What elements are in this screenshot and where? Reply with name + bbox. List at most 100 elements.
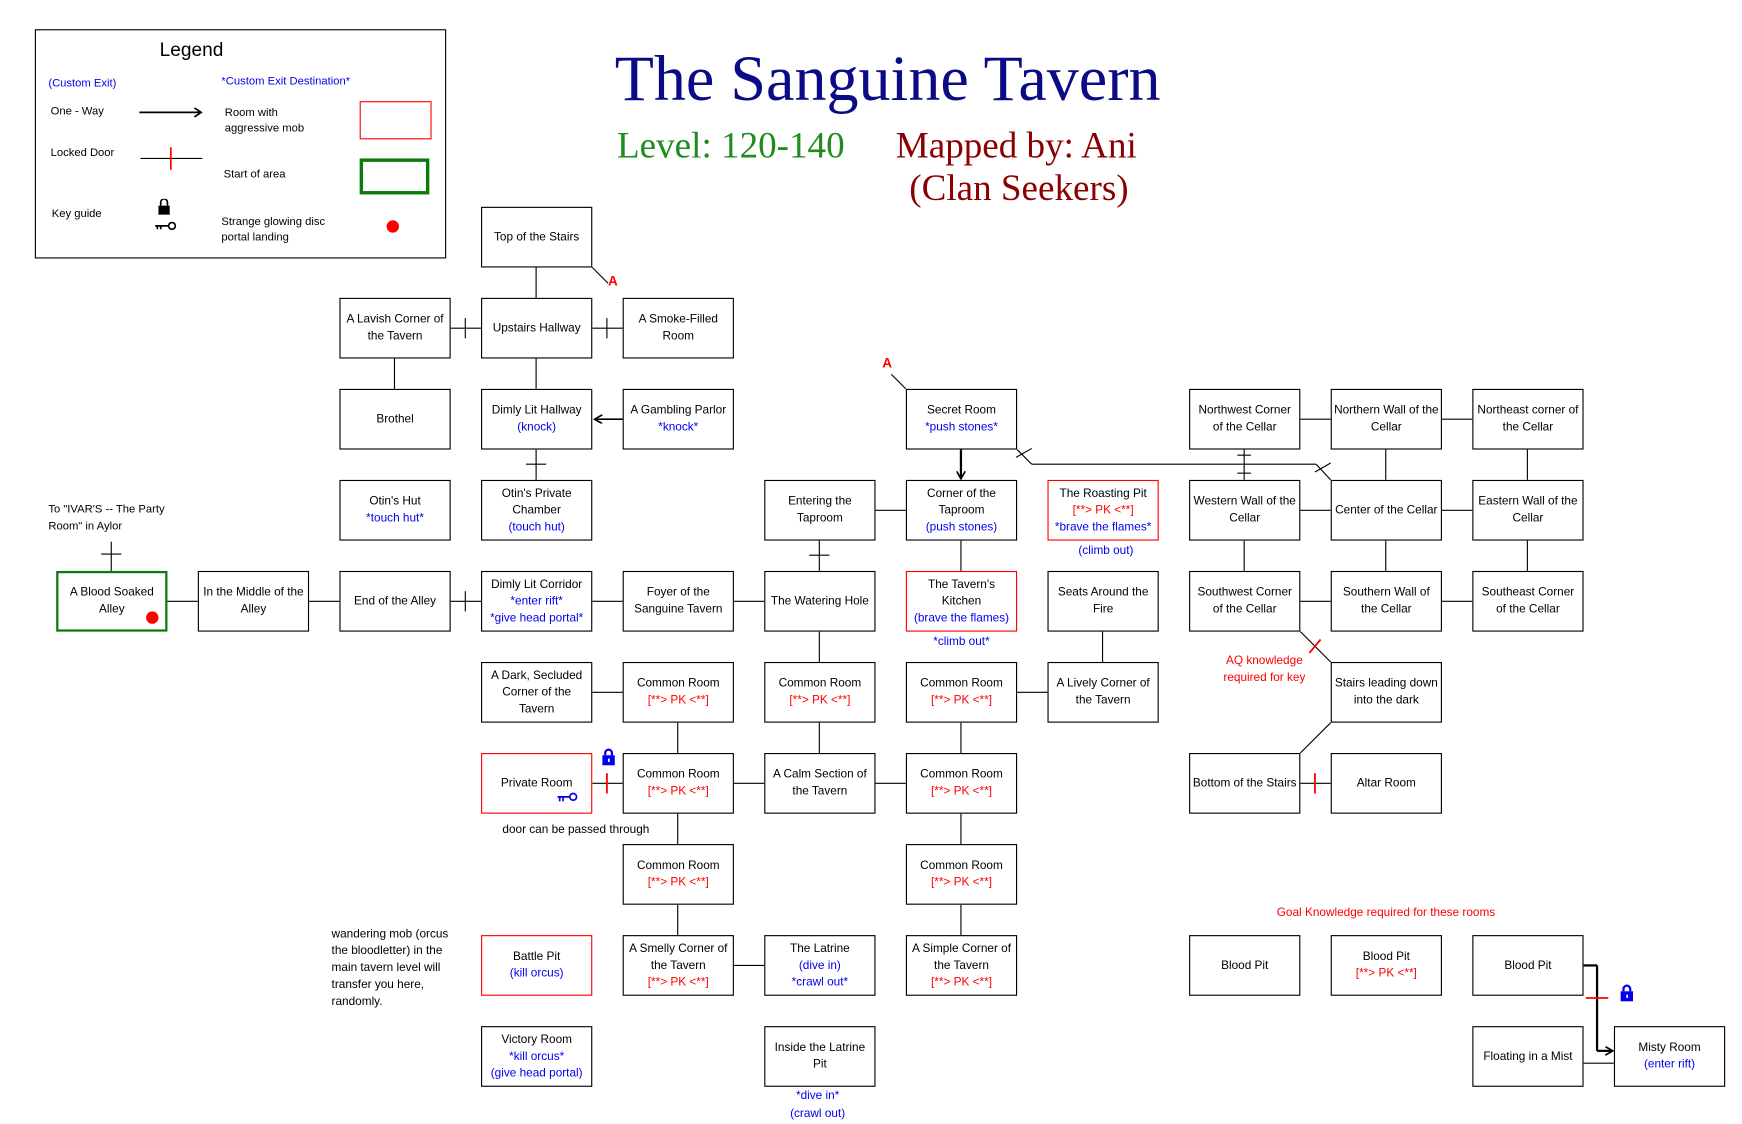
room-command: *push stones* <box>925 420 998 434</box>
room: Common Room[**> PK <**] <box>622 844 734 905</box>
room: Common Room[**> PK <**] <box>905 661 1018 723</box>
room-name: Blood Pit <box>1221 958 1269 972</box>
room-command: (brave the flames) <box>913 610 1010 625</box>
room: Bottom of the Stairs <box>1189 753 1301 814</box>
room-name: A Lively Corner of the Tavern <box>1056 676 1150 707</box>
mapped-by: Mapped by: Ani <box>895 125 1137 167</box>
room-name: Dimly Lit Hallway <box>491 403 582 417</box>
connector <box>1315 463 1332 481</box>
room: Common Room[**> PK <**] <box>622 661 734 723</box>
locked-door-tick <box>1308 638 1322 654</box>
room-name: Battle Pit <box>513 949 561 964</box>
room-name: A Lavish Corner of the Tavern <box>346 312 444 343</box>
room-command: (give head portal) <box>490 1066 583 1080</box>
room-name: Private Room <box>500 776 573 790</box>
room-name: A Blood Soaked Alley <box>69 585 154 616</box>
room-name: Entering the Taproom <box>788 494 852 525</box>
pk-badge: [**> PK <**] <box>647 784 709 798</box>
legend-aggressive-swatch <box>359 101 432 140</box>
connector <box>1299 722 1332 754</box>
room: Seats Around the Fire <box>1047 570 1159 632</box>
room: Victory Room *kill orcus* (give head porta… <box>481 1026 593 1087</box>
room-name: Top of the Stairs <box>494 229 580 244</box>
room: A Lavish Corner of the Tavern <box>339 297 451 359</box>
room-command: (touch hut) <box>508 519 565 534</box>
room-name: Misty Room <box>1638 1040 1701 1055</box>
lock-and-key-icon <box>155 198 177 231</box>
one-way-arrow-icon <box>139 107 203 118</box>
room-name: A Calm Section of the Tavern <box>772 767 867 798</box>
pk-badge: [**> PK <**] <box>1072 502 1134 517</box>
wandering-mob-note: wandering mob (orcus the bloodletter) in… <box>331 927 449 1009</box>
room-command: *kill orcus* <box>509 1049 565 1063</box>
room-name: Stairs leading down into the dark <box>1334 676 1438 707</box>
kitchen-exit-note: *climb out* <box>933 635 990 649</box>
door-passable-note: door can be passed through <box>502 822 650 837</box>
room-name: Southwest Corner of the Cellar <box>1197 585 1292 616</box>
ivars-exit-note: To "IVAR'S -- The Party Room" in Aylor <box>48 503 165 533</box>
room: Brothel <box>339 388 451 450</box>
level-range: Level: 120-140 <box>617 125 845 167</box>
legend-key-guide: Key guide <box>51 207 102 221</box>
pk-badge: [**> PK <**] <box>930 693 992 707</box>
room-command: *give head portal* <box>490 610 584 625</box>
room: Battle Pit (kill orcus) <box>481 935 593 996</box>
connector <box>890 373 907 390</box>
room: End of the Alley <box>339 570 451 632</box>
room: A Smoke-Filled Room <box>622 297 734 359</box>
pk-badge: [**> PK <**] <box>930 784 992 798</box>
room: Dimly Lit Hallway (knock) <box>481 388 593 450</box>
room: Top of the Stairs <box>481 206 593 268</box>
room: A Lively Corner of the Tavern <box>1047 661 1159 723</box>
room: Center of the Cellar <box>1330 479 1442 541</box>
aq-knowledge-note: AQ knowledge required for key <box>1223 654 1306 685</box>
legend-portal: Strange glowing disc portal landing <box>221 215 326 244</box>
room: Altar Room <box>1330 753 1442 814</box>
room-command: *touch hut* <box>366 511 424 525</box>
room: Blood Pit <box>1189 935 1301 996</box>
room-name: Inside the Latrine Pit <box>774 1040 866 1072</box>
room: A Dark, Secluded Corner of the Tavern <box>481 661 593 723</box>
room: Common Room[**> PK <**] <box>764 661 876 723</box>
goal-knowledge-note: Goal Knowledge required for these rooms <box>1276 905 1496 920</box>
room-name: Northwest Corner of the Cellar <box>1198 403 1291 434</box>
pk-badge: [**> PK <**] <box>789 693 851 707</box>
lock-icon <box>602 748 615 766</box>
room-name: Southeast Corner of the Cellar <box>1481 585 1575 616</box>
room-name: Blood Pit <box>1504 958 1552 972</box>
legend-title: Legend <box>159 39 224 61</box>
room: Common Room[**> PK <**] <box>622 753 734 814</box>
room-name: Blood Pit <box>1362 949 1410 964</box>
room-name: Otin's Hut <box>369 494 421 509</box>
map-title: The Sanguine Tavern <box>614 43 1161 115</box>
room: Entering the Taproom <box>764 479 876 541</box>
connector <box>1016 449 1033 465</box>
room-name: Western Wall of the Cellar <box>1193 494 1296 525</box>
room-name: Eastern Wall of the Cellar <box>1478 494 1578 525</box>
legend: Legend (Custom Exit) *Custom Exit Destin… <box>34 29 447 259</box>
room-name: Altar Room <box>1356 776 1416 790</box>
room-name: The Roasting Pit <box>1059 486 1147 500</box>
room-name: Victory Room <box>501 1032 572 1046</box>
room-command: (kill orcus) <box>509 966 564 981</box>
room: The Roasting Pit[**> PK <**]*brave the f… <box>1047 479 1159 541</box>
pk-badge: [**> PK <**] <box>647 875 709 890</box>
room: Dimly Lit Corridor*enter rift**give head… <box>481 570 593 632</box>
room-name: A Smelly Corner of the Tavern <box>629 941 728 972</box>
locked-door-icon <box>140 147 203 170</box>
room: The Tavern's Kitchen(brave the flames) <box>905 570 1018 632</box>
link-marker-a: A <box>608 273 618 289</box>
legend-start: Start of area <box>223 168 286 181</box>
lock-icon <box>1620 984 1634 1002</box>
room-command: (knock) <box>517 420 557 434</box>
room-name: Brothel <box>376 411 414 426</box>
room: A Blood Soaked Alley <box>56 570 168 632</box>
room: Western Wall of the Cellar <box>1189 479 1301 541</box>
legend-aggressive: Room with aggressive mob <box>224 106 305 135</box>
room-name: Foyer of the Sanguine Tavern <box>634 585 723 616</box>
room: Foyer of the Sanguine Tavern <box>622 570 734 632</box>
room: A Simple Corner of the Tavern[**> PK <**… <box>905 935 1018 996</box>
legend-custom-exit: (Custom Exit) <box>48 77 117 90</box>
